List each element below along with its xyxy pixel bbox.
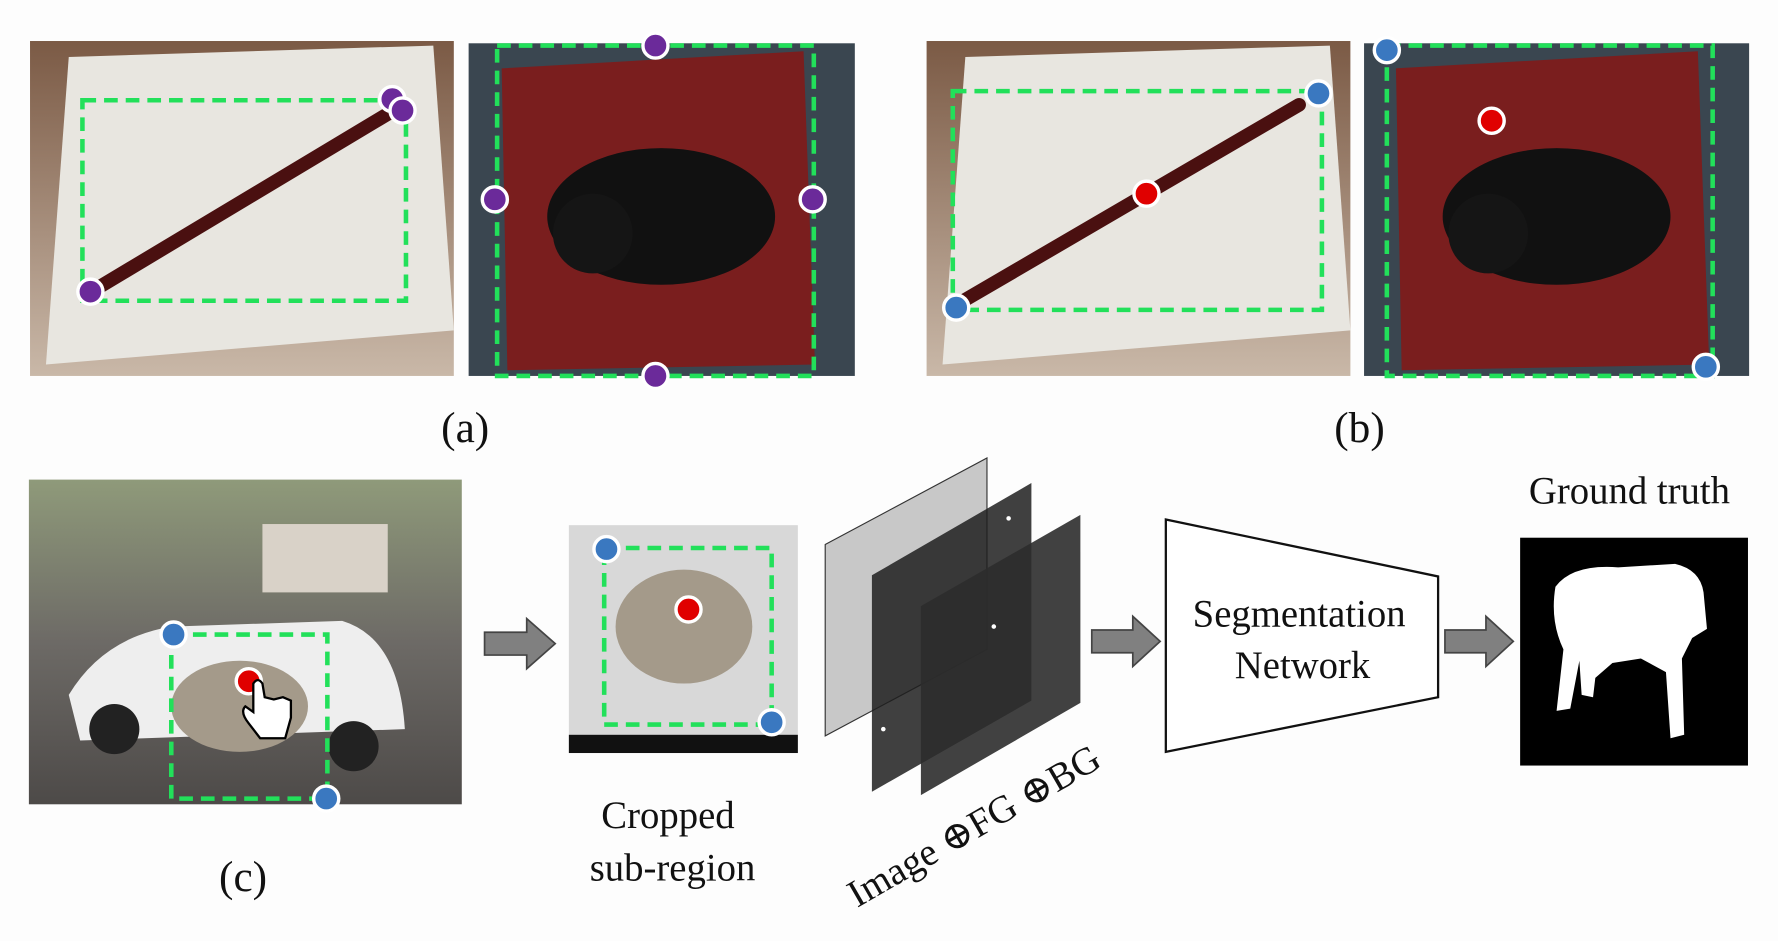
click-point <box>1477 106 1506 135</box>
extreme-point <box>480 185 510 214</box>
corner-point <box>941 293 971 322</box>
extreme-point <box>798 185 827 214</box>
click-point <box>1132 179 1161 208</box>
arrow-icon <box>1090 614 1162 669</box>
crop-caption-line1: Cropped <box>601 794 734 837</box>
extreme-point <box>641 361 670 391</box>
panel-label-c: (c) <box>219 853 267 901</box>
corner-point <box>311 784 341 813</box>
pen-image-b <box>926 41 1351 376</box>
network-label-line1: Segmentation <box>1193 593 1406 636</box>
dog-image-b <box>1364 35 1750 382</box>
extreme-point <box>641 31 670 60</box>
panel-label-a: (a) <box>441 404 489 452</box>
pen-image-a <box>30 41 454 376</box>
crop-caption-line2: sub-region <box>590 847 756 890</box>
bounding-box <box>1384 43 1715 379</box>
click-point <box>674 595 703 624</box>
corner-point <box>159 620 188 649</box>
cropped-subregion <box>568 525 798 754</box>
hand-cursor-icon <box>242 678 293 740</box>
arrow-icon <box>1444 614 1515 669</box>
bounding-box <box>950 88 1325 313</box>
panel-label-b: (b) <box>1334 404 1384 452</box>
corner-point <box>757 708 786 737</box>
bounding-box <box>169 632 330 801</box>
ground-truth-title: Ground truth <box>1529 470 1730 513</box>
segmentation-network <box>1164 518 1440 754</box>
arrow-icon <box>483 616 557 671</box>
bg-layer <box>920 514 1081 796</box>
input-stack <box>824 457 1081 796</box>
bounding-box <box>80 97 409 304</box>
extreme-point <box>388 96 417 125</box>
corner-point <box>592 534 621 564</box>
corner-point <box>1304 79 1333 108</box>
extreme-point <box>76 277 105 306</box>
dog-image-a <box>468 31 855 391</box>
cow-photo <box>28 479 462 813</box>
network-label-line2: Network <box>1235 644 1371 687</box>
corner-point <box>1372 35 1402 65</box>
ground-truth-mask <box>1520 537 1748 766</box>
corner-point <box>1691 352 1721 382</box>
